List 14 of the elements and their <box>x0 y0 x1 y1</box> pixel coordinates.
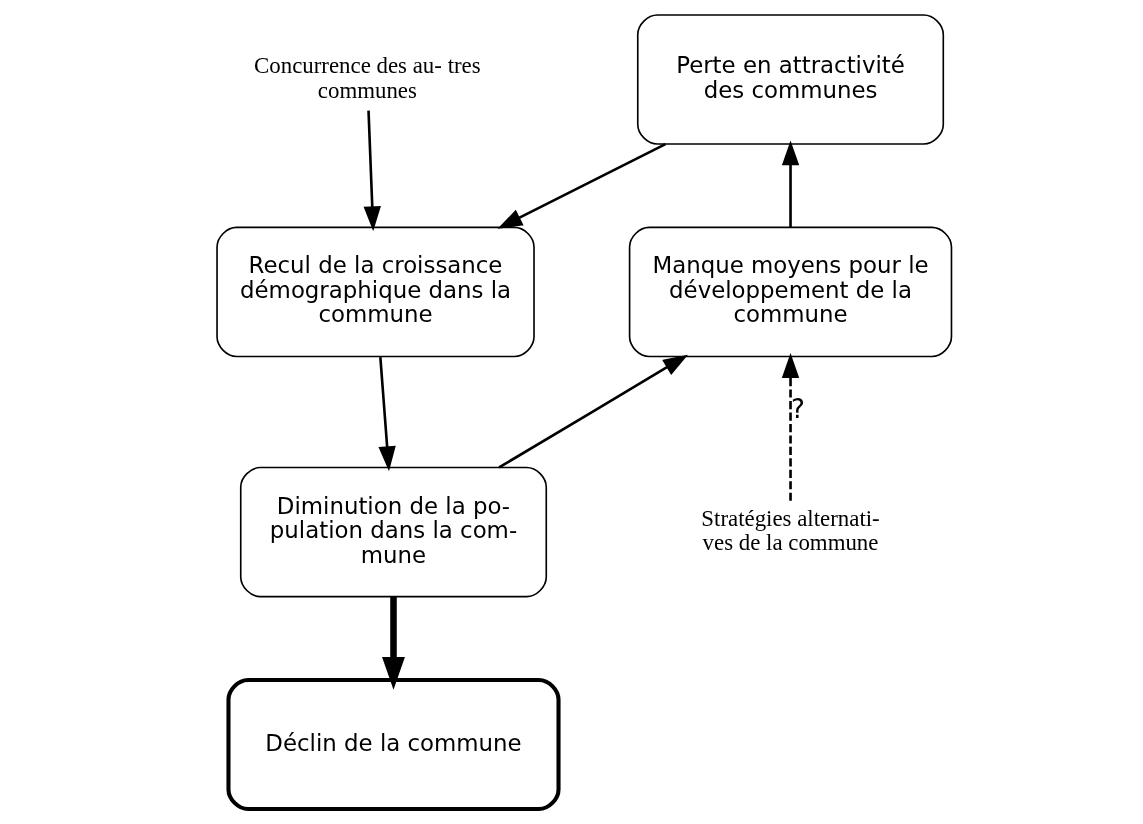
node-box: Diminution de la po- pulation dans la com- mune <box>239 466 547 598</box>
arrow <box>781 140 799 228</box>
arrow <box>363 110 381 232</box>
node-text: Stratégies alternati- ves de la commune <box>700 505 880 556</box>
node-box: Perte en attractivité des communes <box>636 14 944 145</box>
node-box: Recul de la croissance démographique dans la commune <box>215 226 535 358</box>
arrow <box>377 356 396 472</box>
arrow <box>497 143 666 229</box>
arrow <box>781 353 799 501</box>
node-text: Concurrence des au- tres communes <box>253 53 481 103</box>
edge-label: ? <box>790 394 805 425</box>
arrow <box>497 354 688 469</box>
node-box: Manque moyens pour le développement de la commune <box>628 226 952 358</box>
node-box: Déclin de la commune <box>225 677 561 812</box>
